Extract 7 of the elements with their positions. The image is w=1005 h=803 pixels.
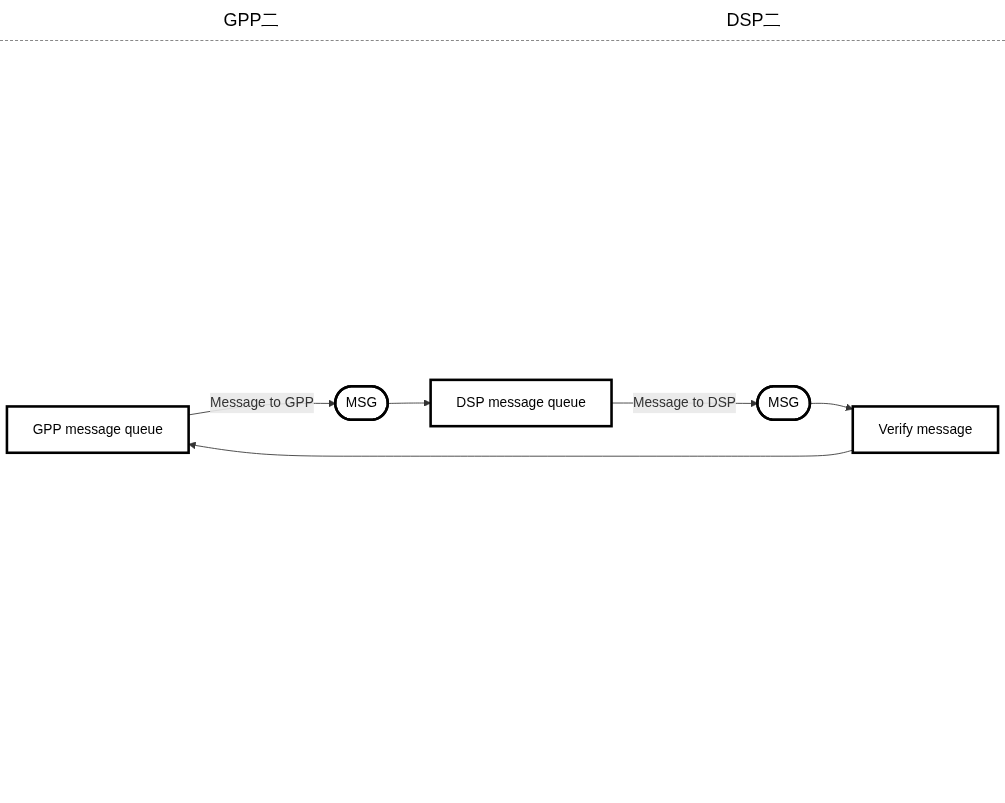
node-box: DSP message queue — [429, 379, 613, 428]
edge-label: Message to GPP — [210, 395, 314, 411]
edge-label: Message to DSP — [632, 395, 736, 411]
node-box: Verify message — [851, 405, 1000, 455]
side-heading: DSP二 — [726, 9, 782, 32]
side-heading: GPP二 — [223, 9, 280, 32]
node-box: GPP message queue — [5, 405, 190, 455]
